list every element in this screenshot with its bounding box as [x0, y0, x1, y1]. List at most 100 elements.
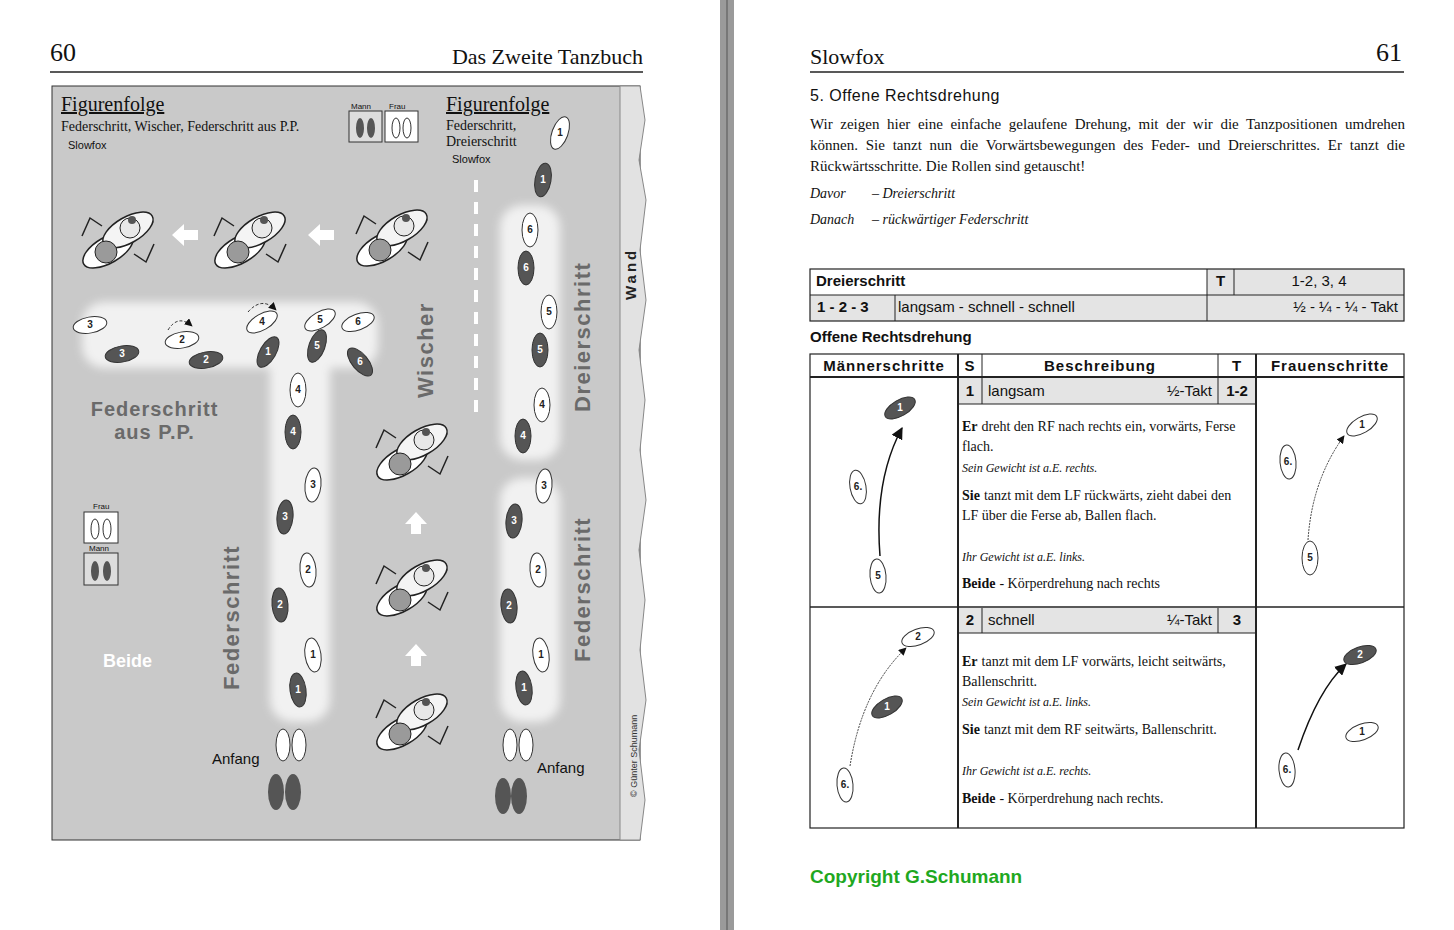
figure-heading: Figurenfolge [61, 93, 164, 116]
step-description: - Körperdrehung nach rechts [999, 576, 1160, 591]
table-title: Offene Rechtsdrehung [810, 328, 972, 345]
step-number: 6 [522, 223, 538, 237]
table-cell: ½ - ¼ - ¼ - Takt [1293, 298, 1398, 315]
step-number: 3 [114, 347, 130, 361]
footprint [288, 672, 309, 708]
footprint [304, 327, 331, 364]
footprint [514, 670, 535, 706]
step-number: 1 [260, 345, 276, 359]
table-cell: langsam [988, 382, 1045, 399]
role-name: Sie [962, 722, 980, 737]
figure-name: Federschritt [570, 517, 596, 662]
step-number: 2 [198, 353, 214, 367]
footprint [534, 388, 550, 422]
footprint [532, 162, 554, 198]
step-number: 1 [892, 401, 908, 415]
step-number: 3 [82, 318, 98, 332]
step-description: dreht den RF nach rechts ein, vorwärts, … [962, 419, 1235, 454]
intro-paragraph: Wir zeigen hier eine einfache gelaufene … [810, 114, 1405, 177]
footprint [299, 552, 318, 587]
footprint [881, 393, 918, 424]
step-description: tanzt mit dem RF seitwärts, Ballenschrit… [984, 722, 1217, 737]
section-heading: 5. Offene Rechtsdrehung [810, 87, 1000, 105]
table-cell: Dreierschritt [816, 272, 905, 289]
footprint [1343, 410, 1380, 441]
step-number: 1 [1354, 725, 1370, 739]
sequence-value: – rückwärtiger Federschritt [872, 212, 1028, 228]
step-number: 6. [1279, 763, 1295, 777]
footprint [301, 305, 338, 336]
table-cell: 1 - 2 - 3 [817, 298, 869, 315]
step-number: 1 [879, 700, 895, 714]
table-header: Frauenschritte [1256, 357, 1404, 374]
description-line: Sein Gewicht ist a.E. rechts. [962, 458, 1250, 478]
description-line: Beide- Körperdrehung nach rechts [962, 574, 1250, 594]
role-name: Er [962, 419, 978, 434]
step-number: 6 [352, 355, 368, 369]
figure-subheading: Federschritt, Dreierschritt [446, 118, 546, 150]
running-head: Das Zweite Tanzbuch [452, 44, 643, 70]
footprint [1279, 444, 1298, 479]
figure-name: Federschritt aus P.P. [82, 398, 227, 444]
footprint [529, 552, 548, 587]
step-number: 2 [910, 630, 926, 644]
table-cell: ½-Takt [1167, 382, 1212, 399]
footprint [304, 467, 323, 502]
sequence-label: Davor [810, 186, 846, 202]
step-number: 5 [541, 305, 557, 319]
role-name: Beide [962, 791, 995, 806]
role-name: Er [962, 654, 978, 669]
footprint [104, 343, 140, 365]
table-cell: 2 [958, 611, 982, 628]
weight-note: Ihr Gewicht ist a.E. links. [962, 550, 1085, 564]
step-number: 3 [506, 514, 522, 528]
footprint [869, 558, 888, 593]
role-name: Sie [962, 488, 980, 503]
step-number: 4 [515, 429, 531, 443]
table-cell: langsam - schnell - schnell [898, 298, 1075, 315]
step-number: 4 [285, 425, 301, 439]
footprint [847, 469, 869, 505]
step-number: 6. [837, 778, 853, 792]
footprint [515, 419, 531, 453]
step-number: 6. [1280, 455, 1296, 469]
footprint [72, 314, 108, 336]
description-line: Erdreht den RF nach rechts ein, vorwärts… [962, 417, 1250, 457]
footprint [188, 349, 224, 371]
sequence-label: Danach [810, 212, 854, 228]
description-line: Ertanzt mit dem LF vorwärts, leicht seit… [962, 652, 1250, 692]
step-description: tanzt mit dem LF rückwärts, zieht dabei … [962, 488, 1231, 523]
step-number: 1 [305, 648, 321, 662]
footprint [836, 767, 855, 802]
footprint [243, 307, 280, 338]
table-cell: T [1207, 272, 1234, 289]
footprint [531, 637, 552, 673]
start-label: Anfang [537, 759, 585, 776]
dance-name: Slowfox [452, 153, 491, 165]
footprint [518, 251, 534, 285]
step-number: 5 [312, 313, 328, 327]
weight-note: Sein Gewicht ist a.E. rechts. [962, 461, 1097, 475]
footprint [164, 329, 200, 351]
footprint [271, 587, 290, 622]
step-number: 3 [277, 510, 293, 524]
description-line: Sie tanzt mit dem RF seitwärts, Ballensch… [962, 720, 1250, 740]
footprint [1343, 719, 1380, 746]
footprint [532, 333, 548, 367]
footprint [1278, 752, 1297, 787]
table-header: Männerschritte [810, 357, 958, 374]
footprint [343, 344, 377, 380]
figure-heading: Figurenfolge [446, 93, 549, 116]
table-cell: 1 [958, 382, 982, 399]
wall-label: Wand [622, 248, 639, 300]
footprint [1302, 541, 1318, 575]
legend-label: Mann [89, 544, 109, 553]
description-line: Beide- Körperdrehung nach rechts. [962, 789, 1250, 809]
footprint [303, 637, 324, 673]
figure-name: Dreierschritt [570, 262, 596, 412]
footprint [276, 499, 295, 534]
running-head: Slowfox [810, 44, 885, 70]
figure-name: Wischer [413, 302, 439, 398]
legend-label: Frau [93, 502, 109, 511]
figure-subheading: Federschritt, Wischer, Federschritt aus … [61, 119, 299, 135]
